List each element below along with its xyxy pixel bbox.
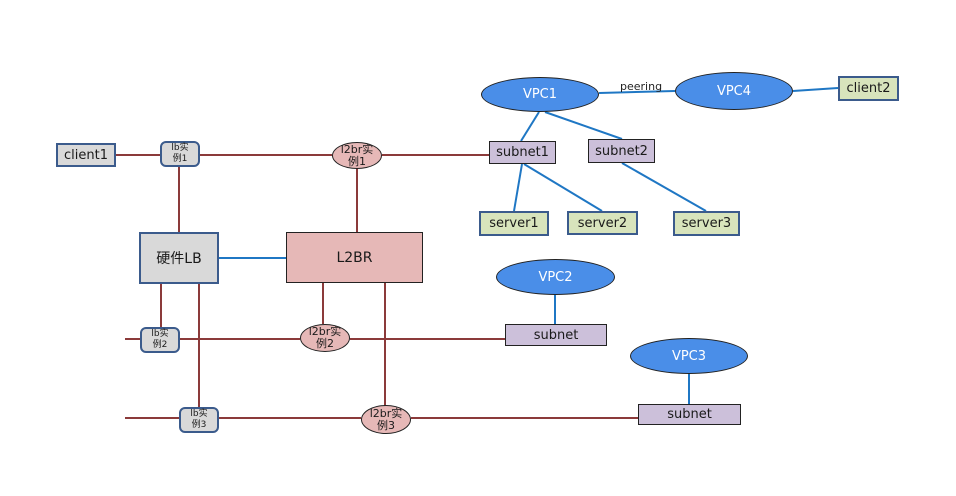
lb-instance-1[interactable]: lb实 例1 bbox=[160, 141, 200, 167]
l2br-node[interactable]: L2BR bbox=[286, 232, 423, 283]
hardware-lb-label: 硬件LB bbox=[156, 251, 202, 267]
edge-vpc4-client2 bbox=[792, 87, 839, 92]
l2br-instance-1-line2: 例1 bbox=[348, 154, 366, 168]
vpc3-label: VPC3 bbox=[671, 348, 707, 364]
edge-vpc1-subnet1 bbox=[520, 111, 540, 142]
hardware-lb-node[interactable]: 硬件LB bbox=[139, 232, 219, 284]
server1-node[interactable]: server1 bbox=[479, 211, 549, 236]
lb-instance-2-line1: lb实 bbox=[151, 329, 169, 339]
vpc1-label: VPC1 bbox=[522, 87, 558, 102]
lb-instance-2-line2: 例2 bbox=[152, 340, 168, 350]
subnet2-label: subnet2 bbox=[595, 143, 648, 159]
vpc3-subnet-label: subnet bbox=[667, 407, 712, 422]
client1-label: client1 bbox=[64, 147, 108, 163]
l2br-instance-2-line1: l2br实 bbox=[308, 325, 342, 338]
l2br-instance-3[interactable]: l2br实 例3 bbox=[361, 405, 411, 434]
edge-vpc1-vpc4 bbox=[598, 90, 676, 94]
vpc3-subnet-node[interactable]: subnet bbox=[638, 404, 741, 425]
client1-node[interactable]: client1 bbox=[56, 143, 116, 167]
peering-label: peering bbox=[620, 80, 663, 93]
lb-instance-2[interactable]: lb实 例2 bbox=[140, 327, 180, 353]
server3-node[interactable]: server3 bbox=[673, 211, 740, 236]
server3-label: server3 bbox=[681, 216, 732, 231]
lb-instance-3[interactable]: lb实 例3 bbox=[179, 407, 219, 433]
server2-node[interactable]: server2 bbox=[567, 211, 638, 235]
vpc3-node[interactable]: VPC3 bbox=[630, 338, 748, 374]
l2br-instance-3-line1: l2br实 bbox=[369, 406, 403, 420]
vpc4-node[interactable]: VPC4 bbox=[675, 72, 793, 110]
l2br-instance-2[interactable]: l2br实 例2 bbox=[300, 324, 350, 352]
l2br-instance-3-line2: 例3 bbox=[377, 418, 395, 432]
l2br-instance-1-line1: l2br实 bbox=[340, 142, 374, 156]
client2-node[interactable]: client2 bbox=[838, 76, 899, 101]
edge-subnet2-server3 bbox=[621, 162, 707, 212]
l2br-instance-2-line2: 例2 bbox=[316, 337, 334, 350]
subnet2-node[interactable]: subnet2 bbox=[588, 139, 655, 163]
lb-instance-3-line1: lb实 bbox=[190, 409, 208, 419]
l2br-label: L2BR bbox=[336, 249, 373, 266]
lb-instance-1-line2: 例1 bbox=[172, 154, 188, 164]
vpc1-node[interactable]: VPC1 bbox=[481, 77, 599, 112]
subnet1-node[interactable]: subnet1 bbox=[489, 141, 556, 164]
vpc2-subnet-label: subnet bbox=[533, 327, 579, 343]
server2-label: server2 bbox=[577, 215, 628, 231]
l2br-instance-1[interactable]: l2br实 例1 bbox=[332, 142, 382, 169]
server1-label: server1 bbox=[489, 216, 539, 231]
lb-instance-1-line1: lb实 bbox=[171, 143, 189, 153]
edge-subnet1-server1 bbox=[513, 163, 523, 212]
vpc2-label: VPC2 bbox=[538, 269, 573, 285]
vpc2-subnet-node[interactable]: subnet bbox=[505, 324, 607, 346]
edge-vpc1-subnet2 bbox=[544, 111, 623, 140]
lb-instance-3-line2: 例3 bbox=[191, 420, 207, 430]
subnet1-label: subnet1 bbox=[496, 145, 549, 160]
vpc2-node[interactable]: VPC2 bbox=[496, 259, 615, 295]
edge-subnet1-server2 bbox=[523, 163, 603, 212]
client2-label: client2 bbox=[846, 81, 891, 96]
vpc4-label: VPC4 bbox=[716, 83, 752, 99]
